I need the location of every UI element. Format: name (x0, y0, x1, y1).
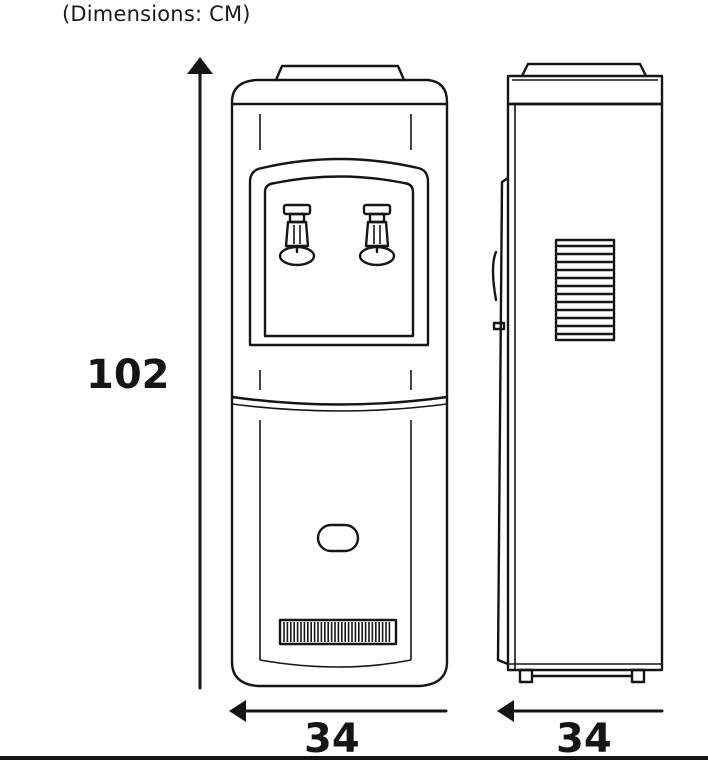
cabinet-handle (316, 523, 360, 553)
side-width-dimension-label: 34 (556, 716, 612, 762)
dimensions-caption: (Dimensions: CM) (62, 2, 251, 26)
side-width-arrow (497, 700, 664, 722)
side-vent-grille (554, 238, 616, 342)
front-width-arrow (229, 700, 448, 722)
front-vent-grille (278, 618, 398, 646)
front-view (230, 64, 449, 688)
hot-water-tap-icon (278, 203, 316, 267)
cold-water-tap-icon (358, 203, 396, 267)
dispensing-alcove (248, 157, 430, 347)
height-arrow (187, 57, 213, 690)
height-dimension-label: 102 (86, 352, 170, 398)
front-width-dimension-label: 34 (304, 716, 360, 762)
side-view (491, 62, 664, 684)
